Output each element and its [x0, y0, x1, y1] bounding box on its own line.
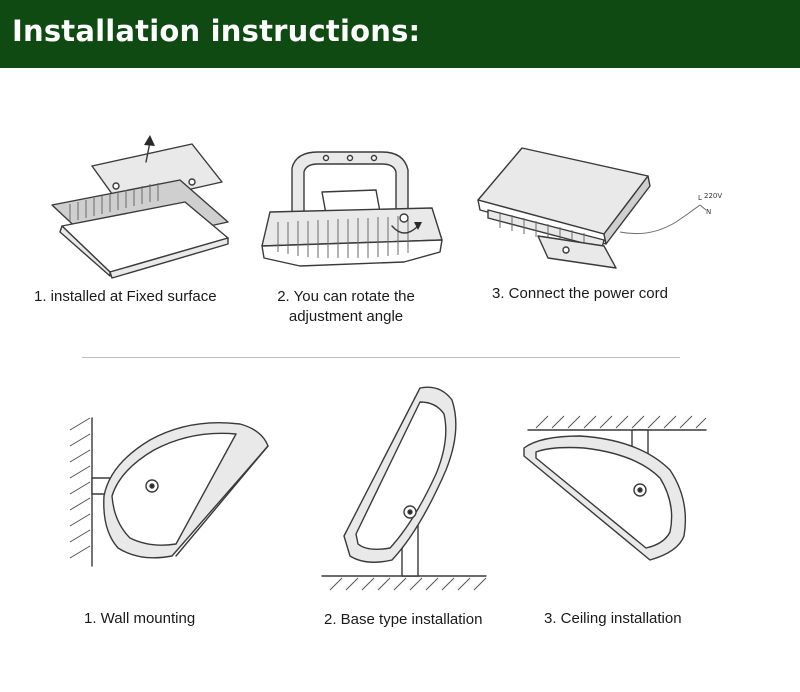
page-title: Installation instructions:	[12, 14, 421, 48]
ceiling-installation-illustration	[523, 415, 707, 561]
bottom-step-2-label: 2. Base type installation	[324, 611, 483, 628]
section-divider	[82, 357, 680, 358]
svg-text:N: N	[706, 208, 711, 216]
header-banner: Installation instructions:	[0, 0, 800, 68]
bottom-step-1-label: 1. Wall mounting	[84, 610, 196, 627]
top-step-3-label: 3. Connect the power cord	[492, 285, 668, 302]
base-installation-illustration	[321, 386, 487, 591]
power-cord-illustration: L N 220V	[477, 147, 722, 269]
svg-text:L: L	[698, 194, 702, 202]
wall-mounting-illustration	[69, 417, 269, 567]
voltage-label: 220V	[704, 192, 722, 200]
fixed-surface-illustration	[51, 135, 229, 279]
top-step-1-label: 1. installed at Fixed surface	[34, 288, 217, 305]
rotate-angle-illustration	[261, 151, 443, 267]
bottom-step-3-label: 3. Ceiling installation	[544, 610, 682, 627]
top-step-2-label: 2. You can rotate the adjustment angle	[277, 288, 415, 325]
